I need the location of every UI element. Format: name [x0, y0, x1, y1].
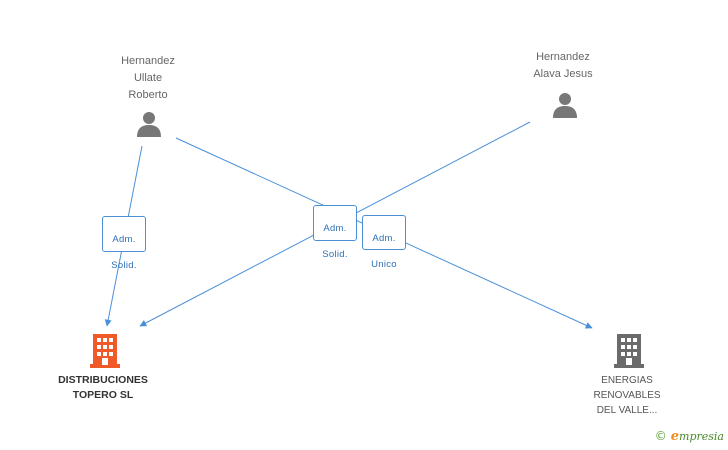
- building-icon[interactable]: [614, 334, 644, 368]
- company-name-distribuciones-topero[interactable]: DISTRIBUCIONES TOPERO SL: [58, 374, 148, 401]
- copyright-symbol: ©: [654, 429, 667, 443]
- person-name-hernandez-ullate-roberto[interactable]: Hernandez Ullate Roberto: [121, 55, 175, 101]
- brand-name: mpresia: [679, 430, 724, 443]
- person-name-hernandez-alava-jesus[interactable]: Hernandez Alava Jesus: [533, 51, 593, 80]
- relation-label-adm-solid[interactable]: Adm. Solid.: [313, 205, 357, 260]
- relation-label-adm-unico[interactable]: Adm. Unico: [362, 215, 406, 270]
- empresia-logo[interactable]: ©empresia: [655, 429, 724, 444]
- brand-initial: e: [670, 429, 680, 444]
- person-icon[interactable]: [135, 110, 163, 138]
- person-icon[interactable]: [551, 91, 579, 119]
- building-icon[interactable]: [90, 334, 120, 368]
- company-name-energias-renovables[interactable]: ENERGIAS RENOVABLES DEL VALLE...: [593, 375, 661, 416]
- relation-label-adm-solid[interactable]: Adm. Solid.: [102, 216, 146, 271]
